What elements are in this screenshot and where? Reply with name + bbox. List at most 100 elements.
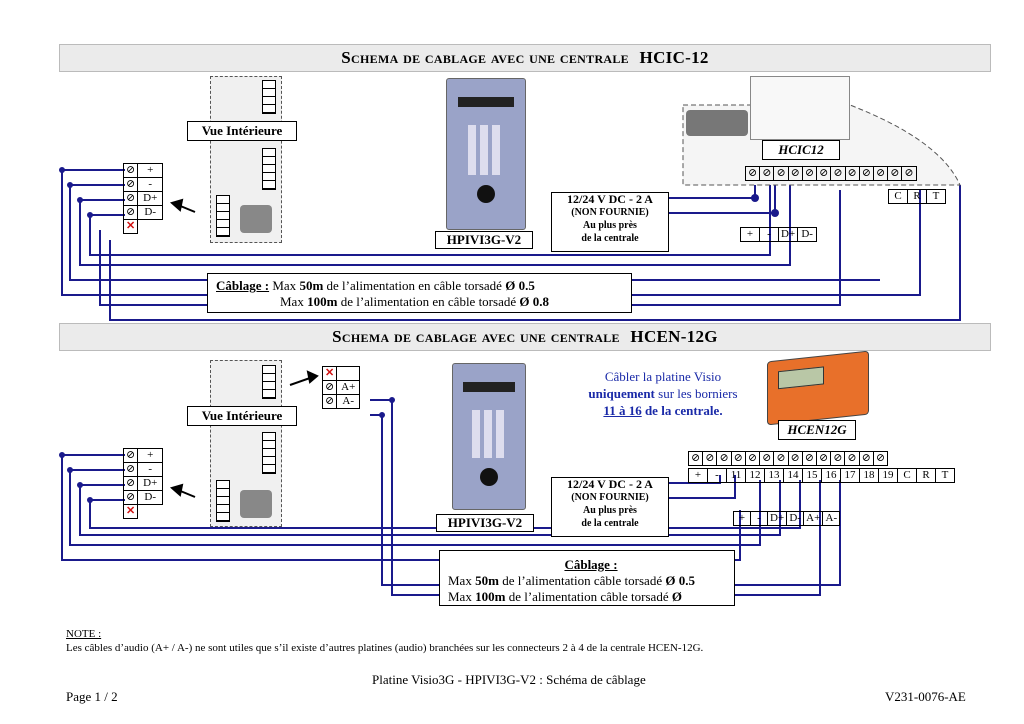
central-bottom-terminals-2: + - D+ D- A+ A- <box>733 511 841 526</box>
section2-banner: Schema de cablage avec une centrale HCEN… <box>59 323 991 351</box>
supply-central: de la centrale <box>581 233 639 244</box>
red-cross-icon: ✕ <box>321 366 338 381</box>
terminal-a-plus: A+ <box>803 511 824 526</box>
panel-label-2: HPIVI3G-V2 <box>436 514 534 532</box>
central-terminal-row-2: + - 11 12 13 14 15 16 17 18 19 C R T <box>688 468 955 483</box>
terminal-plus: + <box>733 511 751 526</box>
terminal-r: R <box>907 189 927 204</box>
terminal-label: 13 <box>764 468 784 483</box>
central-terminal-row-1: ⊘⊘⊘⊘⊘⊘⊘⊘⊘⊘⊘⊘ <box>744 166 917 181</box>
camera-module-icon <box>240 490 272 518</box>
terminal-minus: - <box>750 511 768 526</box>
camera-lens-icon <box>477 185 495 203</box>
terminal-d-minus: D- <box>786 511 805 526</box>
cabling-distance: 100m <box>475 589 506 604</box>
video-panel-1 <box>446 78 526 230</box>
note-heading: NOTE : <box>66 628 102 640</box>
cabling-distance: 50m <box>475 573 499 588</box>
terminal-label: 17 <box>840 468 860 483</box>
section2-title-prefix: Schema de cablage avec une centrale <box>332 327 620 346</box>
central-device-2 <box>767 350 869 426</box>
crt-terminals-1: C R T <box>888 189 946 204</box>
terminal-label: 12 <box>745 468 765 483</box>
supply-near: Au plus près <box>583 505 637 516</box>
supply-central: de la centrale <box>581 518 639 529</box>
terminal-label: 19 <box>878 468 898 483</box>
red-cross-icon: ✕ <box>122 219 139 234</box>
cabling-text: de l’alimentation en câble torsadé <box>323 278 506 293</box>
keypad-icon <box>472 410 506 458</box>
central-bottom-terminals-1: + - D+ D- <box>740 227 818 242</box>
terminal-a-plus: A+ <box>336 380 361 395</box>
terminal-label: 15 <box>802 468 822 483</box>
section1-banner: Schema de cablage avec une centrale HCIC… <box>59 44 991 72</box>
video-panel-2 <box>452 363 526 510</box>
screw-terminal-icon <box>262 148 276 190</box>
cabling-label: Câblage : <box>216 278 270 293</box>
keypad-icon <box>468 125 504 175</box>
central-device-1 <box>750 76 850 140</box>
cabling-text: de l’alimentation câble torsadé <box>505 589 672 604</box>
inside-view-label-2: Vue Intérieure <box>187 406 297 426</box>
left-terminals-2: ⊘+ ⊘- ⊘D+ ⊘D- ✕ <box>122 448 164 519</box>
instruction-line: sur les borniers <box>654 386 738 401</box>
terminal-label: + <box>688 468 708 483</box>
supply-near: Au plus près <box>583 220 637 231</box>
terminal-label: C <box>897 468 917 483</box>
screw-terminal-icon <box>262 432 276 474</box>
terminal-label: R <box>916 468 936 483</box>
footer-page: Page 1 / 2 <box>66 689 118 704</box>
lcd-display-icon <box>778 366 824 390</box>
inside-view-label-1: Vue Intérieure <box>187 121 297 141</box>
footer-title: Platine Visio3G - HPIVI3G-V2 : Schéma de… <box>372 672 646 687</box>
central-screw-row-2: ⊘⊘⊘⊘⊘⊘⊘⊘⊘⊘⊘⊘⊘⊘ <box>687 451 889 466</box>
cabling-text: Max <box>280 294 308 309</box>
terminal-t: T <box>926 189 946 204</box>
wiring-instruction: Câbler la platine Visio uniquement sur l… <box>580 368 746 419</box>
camera-module-icon <box>240 205 272 233</box>
left-terminals-1: ⊘+ ⊘- ⊘D+ ⊘D- ✕ <box>122 163 164 234</box>
cabling-label: Câblage : <box>564 557 618 572</box>
terminal-label: 18 <box>859 468 879 483</box>
screw-terminal-icon <box>216 480 230 522</box>
speaker-grille-icon <box>463 382 515 392</box>
terminal-a-minus: A- <box>822 511 841 526</box>
terminal-label: T <box>935 468 955 483</box>
footer-ref: V231-0076-AE <box>885 689 966 704</box>
speaker-grille-icon <box>458 97 514 107</box>
cabling-text: de l’alimentation en câble torsadé <box>337 294 520 309</box>
terminal-d-minus: D- <box>797 227 818 242</box>
terminal-d-minus: D- <box>137 205 164 220</box>
cabling-diameter: Ø 0.8 <box>519 294 549 309</box>
cabling-distance: 50m <box>299 278 324 293</box>
section2-title-model: HCEN-12G <box>630 327 718 346</box>
cabling-box-2: Câblage : Max 50m de l’alimentation câbl… <box>439 550 735 606</box>
supply-not-supplied: (NON FOURNIE) <box>571 492 649 503</box>
central-label-2: HCEN12G <box>778 420 856 440</box>
camera-lens-icon <box>480 468 498 486</box>
supply-voltage: 12/24 V DC - 2 A <box>567 192 653 206</box>
terminal-plus: + <box>740 227 760 242</box>
cabling-distance: 100m <box>307 294 338 309</box>
terminal-d-minus: D- <box>137 490 164 505</box>
terminal-label: 11 <box>726 468 746 483</box>
terminal-minus: - <box>137 462 164 477</box>
cabling-text: Max <box>448 573 476 588</box>
terminal-label: 14 <box>783 468 803 483</box>
cabling-text: Max <box>448 589 476 604</box>
cabling-diameter: Ø <box>671 589 682 604</box>
instruction-emphasis: uniquement <box>588 386 655 401</box>
panel-label-1: HPIVI3G-V2 <box>435 231 533 249</box>
cabling-text: Max <box>272 278 300 293</box>
section1-title-model: HCIC-12 <box>639 48 709 67</box>
terminal-minus: - <box>759 227 779 242</box>
instruction-range: 11 à 16 <box>603 403 642 418</box>
note-text: Les câbles d’audio (A+ / A-) ne sont uti… <box>66 642 704 654</box>
supply-box-1: 12/24 V DC - 2 A (NON FOURNIE) Au plus p… <box>551 192 669 252</box>
screw-terminal-icon <box>262 80 276 114</box>
terminal-label: - <box>707 468 727 483</box>
supply-voltage: 12/24 V DC - 2 A <box>567 477 653 491</box>
screw-terminal-icon <box>262 365 276 399</box>
terminal-label: 16 <box>821 468 841 483</box>
instruction-line: Câbler la platine Visio <box>604 369 722 384</box>
